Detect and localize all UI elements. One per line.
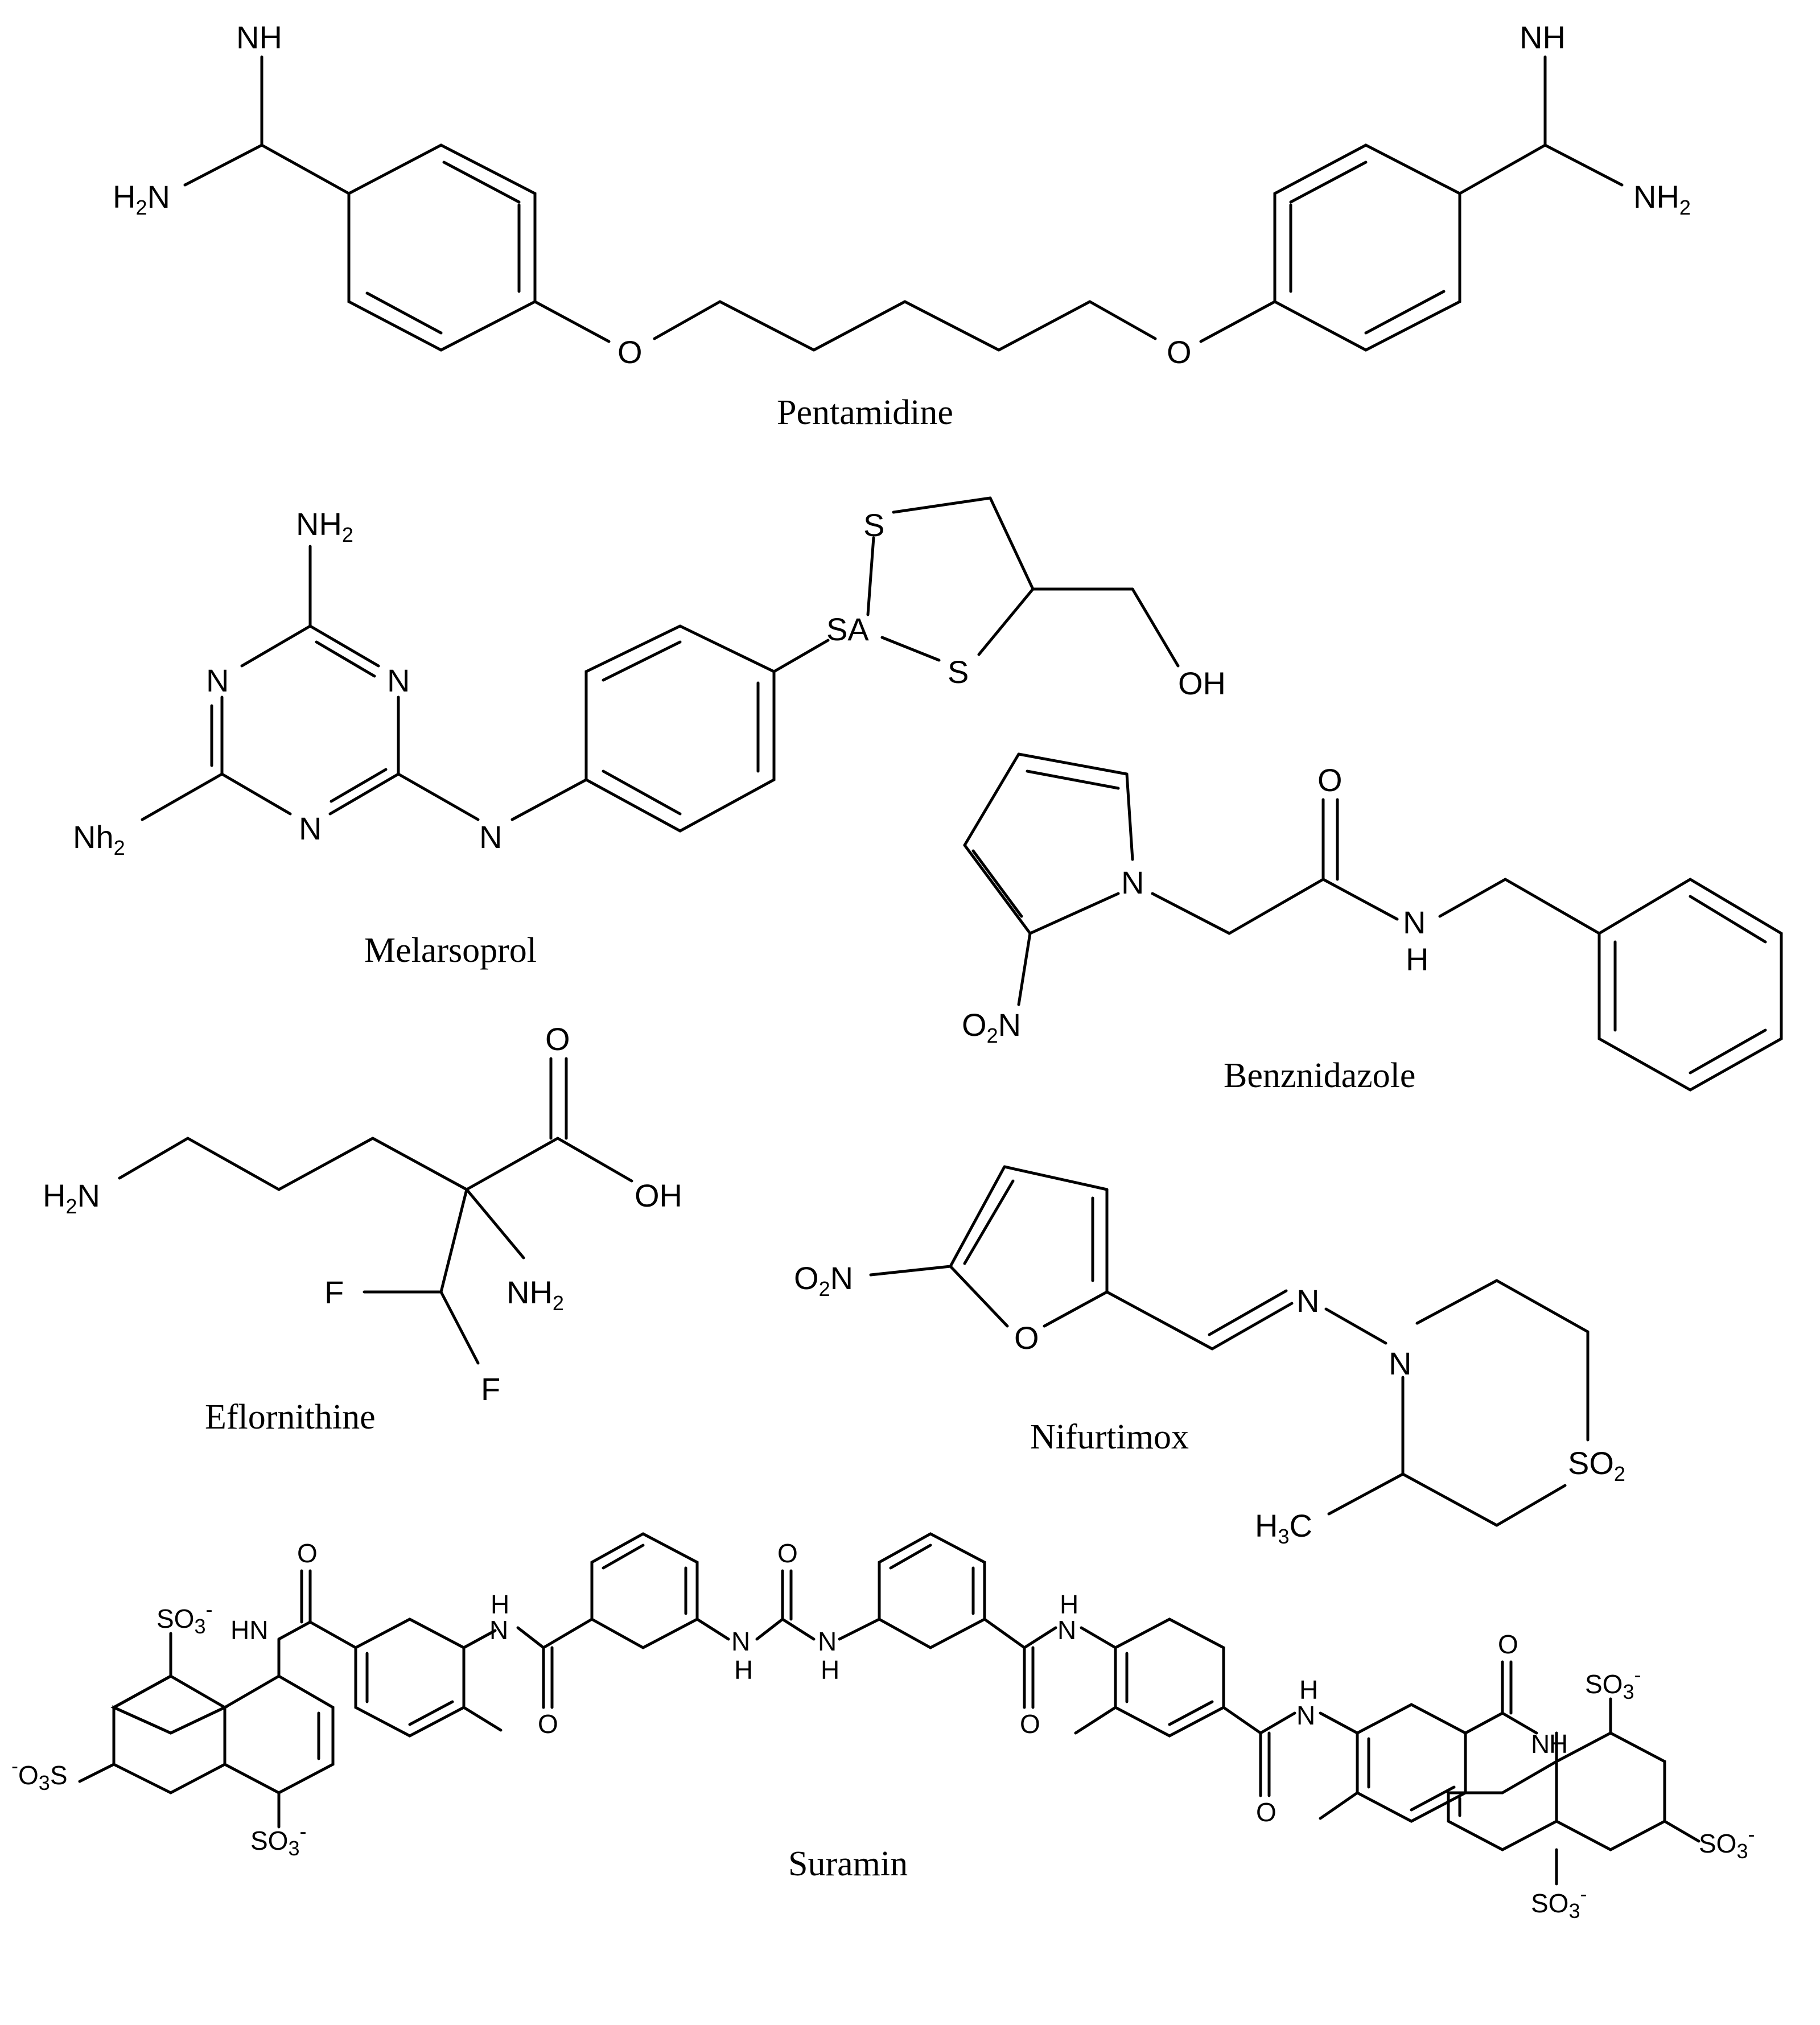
naphthalene-ring: [110, 1674, 228, 1735]
benzene-ring: [878, 1532, 986, 1649]
fluorine-label: F: [324, 1274, 344, 1310]
benzene-ring: [1273, 143, 1461, 352]
nh2-label: NH2: [296, 506, 353, 546]
nh-label: NH: [1520, 19, 1566, 55]
amide-n-label: N: [489, 1615, 508, 1645]
benznidazole-structure: N O N H O2N Benznidazole: [962, 752, 1783, 1095]
amide-n-label: N: [1403, 904, 1426, 940]
nh2-label: NH2: [1633, 179, 1691, 219]
amide-h-label: H: [1299, 1675, 1318, 1705]
sulfur-label: S: [863, 507, 884, 543]
naphthalene-ring: [1555, 1731, 1666, 1851]
methyl-label: H3C: [1255, 1508, 1312, 1548]
pentamidine-structure: NH H2N O O NH NH2 Pentamidine: [113, 19, 1691, 432]
ring-n-label: N: [1389, 1345, 1411, 1381]
urea-h-label: H: [821, 1655, 839, 1685]
sulfur-label: S: [948, 654, 969, 690]
sulfonate-label: -O3S: [11, 1754, 68, 1794]
benzene-ring: [1114, 1617, 1225, 1738]
nitro-label: O2N: [794, 1260, 853, 1300]
molecule-name: Melarsoprol: [364, 931, 537, 970]
nh-label: NH: [236, 19, 282, 55]
urea-h-label: H: [734, 1655, 753, 1685]
ether-oxygen-label: O: [617, 334, 643, 370]
sulfonate-label: SO3-: [157, 1598, 213, 1638]
molecule-name: Eflornithine: [205, 1398, 376, 1437]
benzene-ring: [584, 624, 776, 833]
h2n-label: H2N: [43, 1178, 100, 1218]
naphthalene-ring: [223, 1674, 335, 1794]
benzene-ring: [354, 1617, 466, 1738]
arsenic-label: SA: [826, 611, 869, 647]
amide-hn-label: HN: [230, 1615, 268, 1645]
nifurtimox-structure: O2N O N N SO2 H3C Nifurtimox: [794, 1165, 1625, 1548]
h2n-label: H2N: [113, 179, 170, 219]
pyrrole-n-label: N: [1121, 865, 1144, 900]
benzene-ring: [590, 1532, 699, 1649]
hydroxyl-label: OH: [635, 1178, 682, 1213]
imine-n-label: N: [1296, 1283, 1319, 1319]
urea-n-label: N: [731, 1627, 750, 1656]
benzene-ring: [347, 143, 537, 352]
molecule-name: Suramin: [788, 1845, 908, 1883]
nh2-label: Nh2: [73, 819, 125, 859]
carbonyl-oxygen-label: O: [545, 1021, 570, 1057]
triazine-n-label: N: [299, 810, 322, 846]
suramin-structure: SO3- HN -O3S SO3- O H N O N H O N H O H …: [11, 1532, 1755, 1923]
ether-oxygen-label: O: [1167, 334, 1192, 370]
carbonyl-oxygen-label: O: [538, 1709, 558, 1739]
sulfone-label: SO2: [1568, 1445, 1625, 1485]
furan-oxygen-label: O: [1014, 1320, 1039, 1356]
amide-n-label: N: [1057, 1615, 1076, 1645]
molecule-name: Nifurtimox: [1030, 1418, 1189, 1456]
amine-n-label: N: [479, 819, 502, 855]
sulfonate-label: SO3-: [1585, 1663, 1641, 1703]
sulfonate-label: SO3-: [250, 1820, 307, 1860]
naphthalene-ring: [112, 1705, 227, 1794]
nitro-label: O2N: [962, 1007, 1021, 1047]
molecule-name: Pentamidine: [777, 393, 953, 432]
sulfonate-label: SO3-: [1699, 1822, 1755, 1863]
fluorine-label: F: [481, 1371, 500, 1407]
carbonyl-oxygen-label: O: [1317, 762, 1343, 798]
carbonyl-oxygen-label: O: [777, 1538, 798, 1568]
urea-n-label: N: [818, 1627, 837, 1656]
amide-n-label: N: [1531, 1729, 1550, 1759]
carbonyl-oxygen-label: O: [1020, 1709, 1040, 1739]
amide-h-label: H: [1406, 941, 1428, 977]
nh2-label: NH2: [507, 1274, 564, 1315]
carbonyl-oxygen-label: O: [297, 1538, 318, 1568]
melarsoprol-structure: NH2 N N N Nh2 N SA S S OH Melarsoprol: [73, 496, 1226, 970]
carbonyl-oxygen-label: O: [1498, 1629, 1518, 1659]
hydroxyl-label: OH: [1178, 665, 1226, 701]
carbonyl-oxygen-label: O: [1256, 1797, 1277, 1827]
triazine-n-label: N: [206, 662, 229, 698]
amide-h-label: H: [491, 1590, 509, 1619]
benzene-ring: [1597, 878, 1783, 1092]
amide-h-label: H: [1549, 1729, 1568, 1759]
sulfonate-label: SO3-: [1531, 1882, 1587, 1923]
amide-h-label: H: [1060, 1590, 1078, 1619]
molecule-name: Benznidazole: [1224, 1056, 1415, 1095]
triazine-n-label: N: [387, 662, 410, 698]
amide-n-label: N: [1296, 1701, 1315, 1730]
eflornithine-structure: H2N O OH NH2 F F Eflornithine: [43, 1021, 682, 1437]
